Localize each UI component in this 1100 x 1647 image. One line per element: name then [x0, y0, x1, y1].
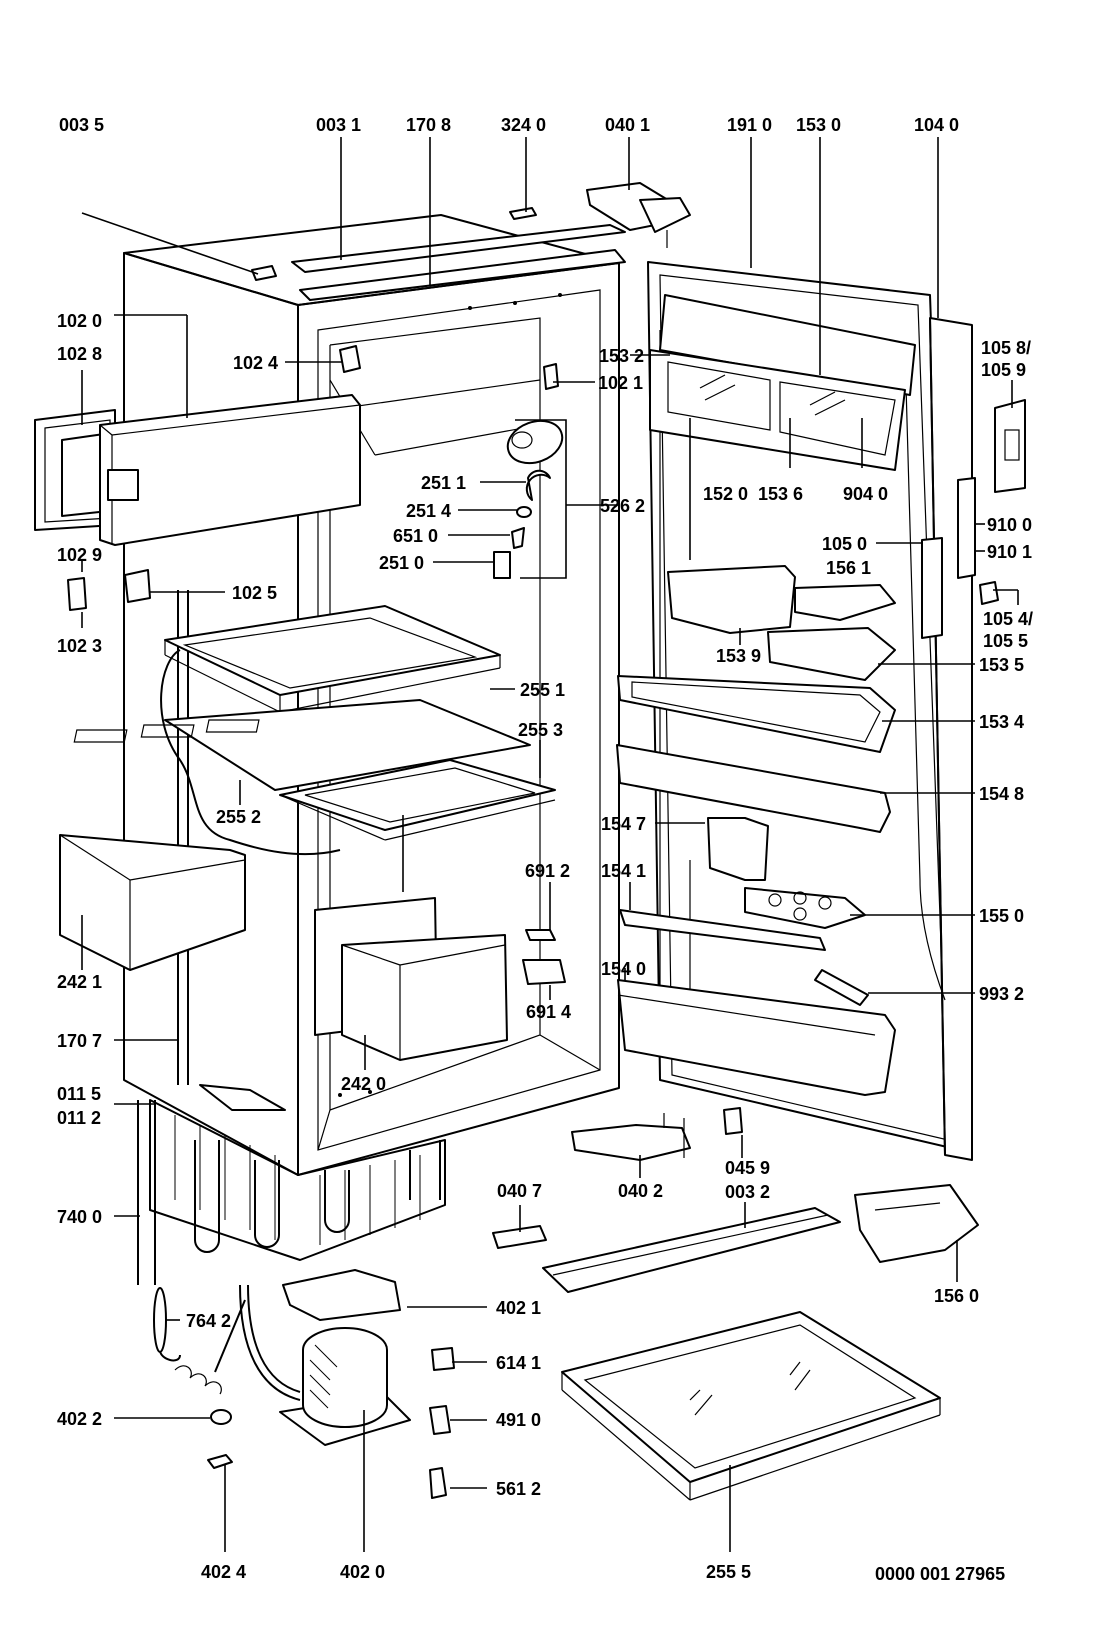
door-bins [616, 565, 896, 1096]
label-993-2: 993 2 [979, 984, 1024, 1004]
label-045-9: 045 9 [725, 1158, 770, 1178]
door-hinge-parts [921, 399, 1026, 639]
label-105-8: 105 8/ [981, 338, 1031, 358]
freezer-door [34, 394, 361, 546]
label-156-1: 156 1 [826, 558, 871, 578]
label-003-1: 003 1 [316, 115, 361, 135]
label-251-1: 251 1 [421, 473, 466, 493]
label-040-1: 040 1 [605, 115, 650, 135]
door-top-compartment [649, 294, 916, 471]
label-904-0: 904 0 [843, 484, 888, 504]
label-155-0: 155 0 [979, 906, 1024, 926]
label-251-0: 251 0 [379, 553, 424, 573]
label-102-4: 102 4 [233, 353, 278, 373]
label-691-2: 691 2 [525, 861, 570, 881]
label-910-1: 910 1 [987, 542, 1032, 562]
label-910-0: 910 0 [987, 515, 1032, 535]
label-153-4: 153 4 [979, 712, 1024, 732]
document-number: 0000 001 27965 [875, 1564, 1005, 1584]
label-154-0: 154 0 [601, 959, 646, 979]
label-614-1: 614 1 [496, 1353, 541, 1373]
label-102-0: 102 0 [57, 311, 102, 331]
label-251-4: 251 4 [406, 501, 451, 521]
label-191-0: 191 0 [727, 115, 772, 135]
label-255-5: 255 5 [706, 1562, 751, 1582]
label-255-2: 255 2 [216, 807, 261, 827]
label-402-2: 402 2 [57, 1409, 102, 1429]
label-691-4: 691 4 [526, 1002, 571, 1022]
label-764-2: 764 2 [186, 1311, 231, 1331]
label-102-3: 102 3 [57, 636, 102, 656]
label-152-0: 152 0 [703, 484, 748, 504]
label-154-8: 154 8 [979, 784, 1024, 804]
label-154-1: 154 1 [601, 861, 646, 881]
lamp-parts [522, 929, 566, 985]
label-011-2: 011 2 [57, 1108, 101, 1128]
label-153-9: 153 9 [716, 646, 761, 666]
label-105-9: 105 9 [981, 360, 1026, 380]
label-170-7: 170 7 [57, 1031, 102, 1051]
leader-lines [81, 137, 1019, 1552]
glass-shelves [73, 605, 556, 841]
label-651-0: 651 0 [393, 526, 438, 546]
label-156-0: 156 0 [934, 1286, 979, 1306]
freezer-small-parts [67, 345, 559, 611]
label-153-5: 153 5 [979, 655, 1024, 675]
label-170-8: 170 8 [406, 115, 451, 135]
label-324-0: 324 0 [501, 115, 546, 135]
label-402-0: 402 0 [340, 1562, 385, 1582]
crisper-cover [561, 1311, 941, 1501]
label-102-1: 102 1 [598, 373, 643, 393]
label-561-2: 561 2 [496, 1479, 541, 1499]
label-040-7: 040 7 [497, 1181, 542, 1201]
thermostat-assembly [493, 419, 564, 579]
label-102-9: 102 9 [57, 545, 102, 565]
label-040-2: 040 2 [618, 1181, 663, 1201]
label-402-1: 402 1 [496, 1298, 541, 1318]
label-491-0: 491 0 [496, 1410, 541, 1430]
label-242-0: 242 0 [341, 1074, 386, 1094]
label-003-5: 003 5 [59, 115, 104, 135]
top-hinge [586, 182, 691, 248]
crisper-bins [59, 834, 508, 1061]
label-153-0: 153 0 [796, 115, 841, 135]
label-105-0: 105 0 [822, 534, 867, 554]
label-154-7: 154 7 [601, 814, 646, 834]
label-102-5: 102 5 [232, 583, 277, 603]
label-153-6: 153 6 [758, 484, 803, 504]
label-011-5: 011 5 [57, 1084, 101, 1104]
label-105-4: 105 4/ [983, 609, 1033, 629]
label-255-3: 255 3 [518, 720, 563, 740]
top-cover-parts [251, 207, 626, 301]
label-255-1: 255 1 [520, 680, 565, 700]
label-526-2: 526 2 [600, 496, 645, 516]
electrical-parts [207, 1347, 455, 1499]
label-104-0: 104 0 [914, 115, 959, 135]
bottom-hinge-parts [492, 1107, 979, 1293]
label-740-0: 740 0 [57, 1207, 102, 1227]
label-242-1: 242 1 [57, 972, 102, 992]
rear-condenser [137, 1084, 446, 1285]
label-003-2: 003 2 [725, 1182, 770, 1202]
part-labels: 003 5 003 1 170 8 324 0 040 1 191 0 153 … [57, 115, 1033, 1584]
label-153-2: 153 2 [599, 346, 644, 366]
label-102-8: 102 8 [57, 344, 102, 364]
label-105-5: 105 5 [983, 631, 1028, 651]
label-402-4: 402 4 [201, 1562, 246, 1582]
